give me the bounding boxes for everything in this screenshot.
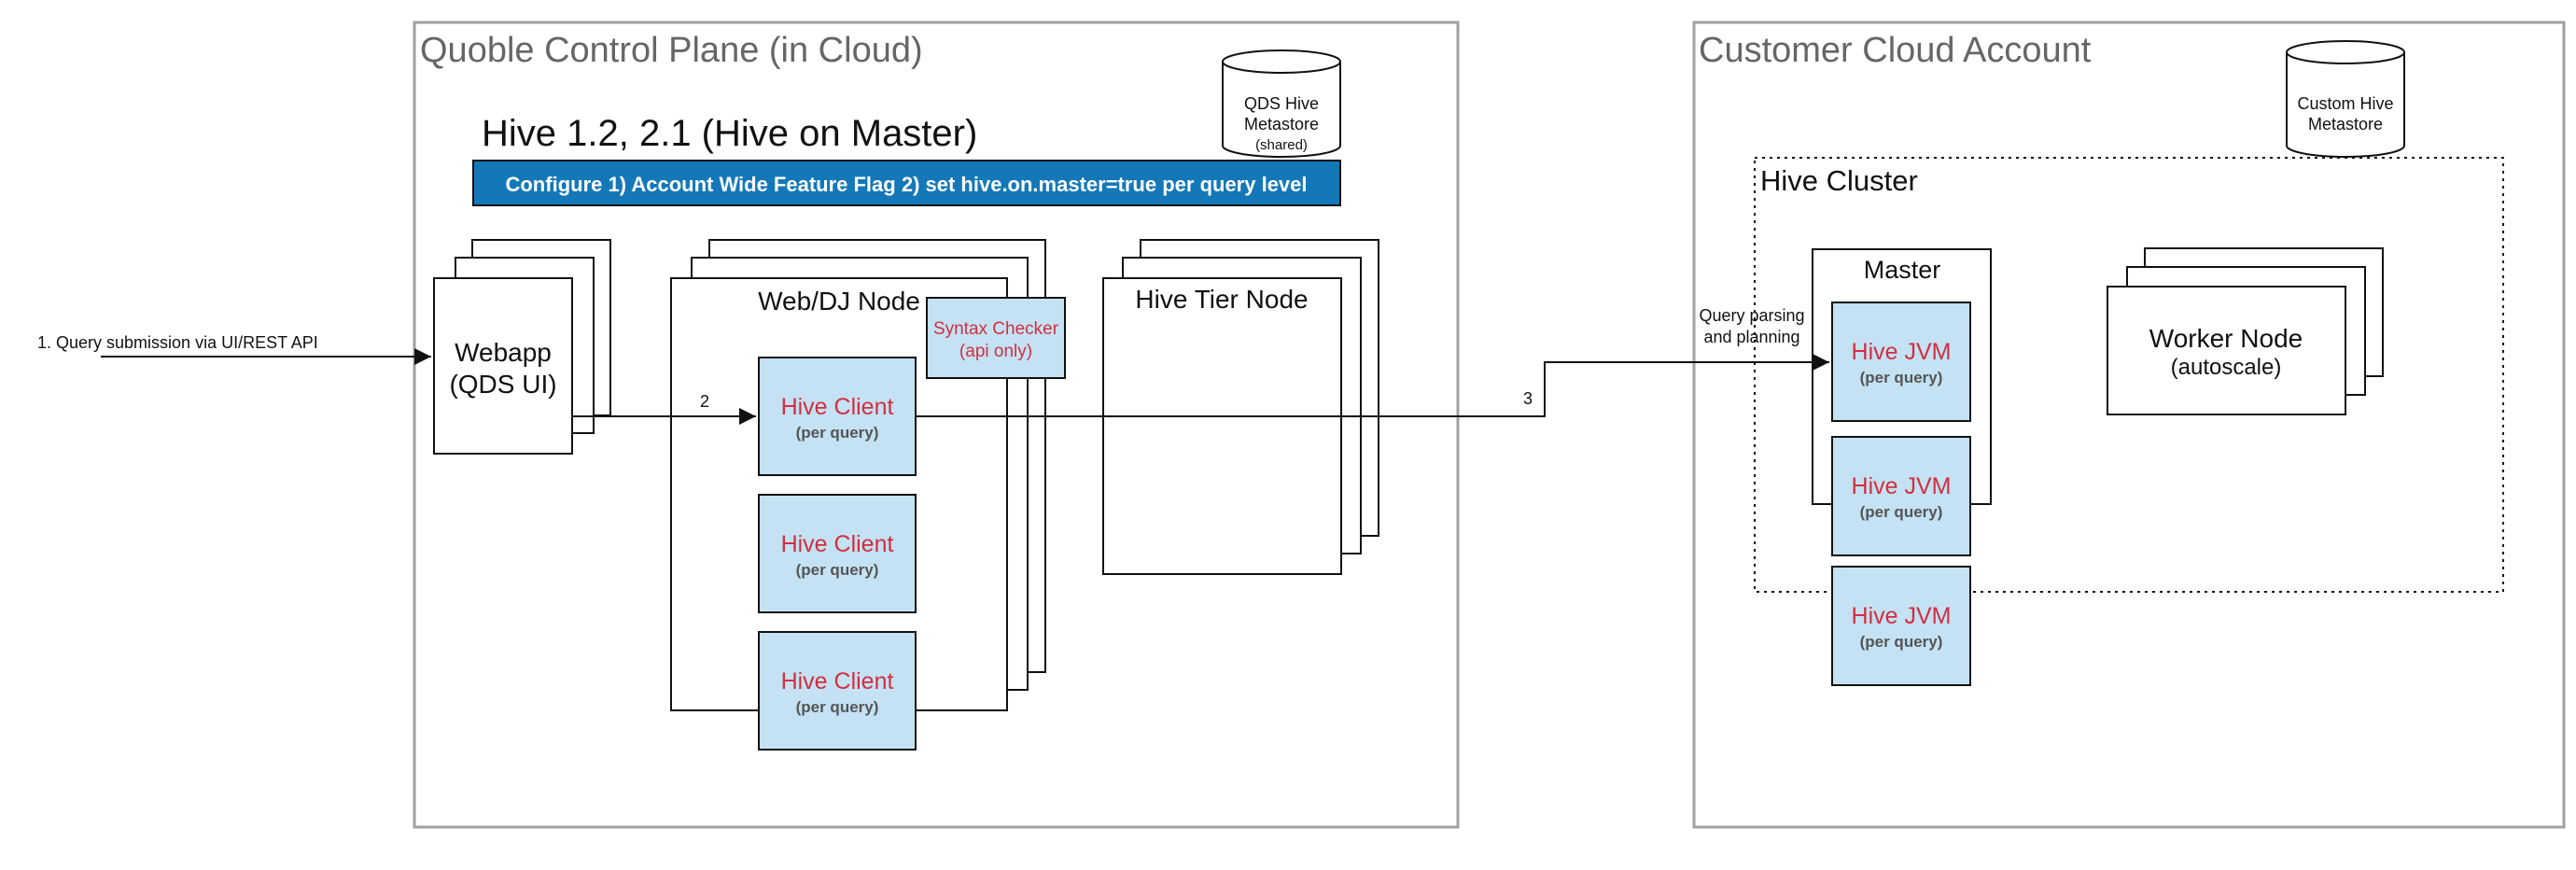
hive-client-sub: (per query) (796, 698, 879, 716)
syntax-checker-line1: Syntax Checker (933, 319, 1059, 339)
syntax-checker-line2: (api only) (959, 342, 1032, 361)
hive-jvm-label: Hive JVM (1852, 473, 1952, 499)
hive-client-label: Hive Client (781, 668, 894, 695)
query-parsing-line1: Query parsing (1699, 306, 1804, 325)
qds-metastore-line2: Metastore (1244, 115, 1319, 133)
webdj-node-title: Web/DJ Node (758, 287, 920, 316)
hive-client-box: Hive Client (per query) (758, 494, 917, 613)
worker-node-stack: Worker Node (autoscale) (2107, 247, 2384, 415)
worker-node-line1: Worker Node (2149, 324, 2303, 353)
syntax-checker-box: Syntax Checker (api only) (926, 297, 1066, 379)
qds-metastore-line1: QDS Hive (1244, 94, 1319, 113)
customer-cloud-region (1692, 21, 2566, 829)
webapp-label-line2: (QDS UI) (449, 370, 556, 399)
step2-label: 2 (700, 392, 709, 411)
hive-client-box: Hive Client (per query) (758, 631, 917, 751)
hive-jvm-box: Hive JVM (per query) (1831, 566, 1971, 686)
query-parsing-line2: and planning (1703, 328, 1799, 346)
hive-client-sub: (per query) (796, 561, 879, 579)
webapp-label-line1: Webapp (455, 338, 552, 367)
custom-metastore-cylinder: Custom Hive Metastore (2286, 40, 2405, 158)
hive-jvm-box: Hive JVM (per query) (1831, 302, 1971, 422)
qds-metastore-cylinder: QDS Hive Metastore (shared) (1222, 49, 1341, 158)
hive-jvm-sub: (per query) (1860, 503, 1943, 521)
hive-client-sub: (per query) (796, 424, 879, 442)
qds-metastore-line3: (shared) (1255, 137, 1308, 153)
control-plane-region (413, 21, 1460, 829)
control-plane-title: Quoble Control Plane (in Cloud) (420, 31, 923, 70)
hive-jvm-label: Hive JVM (1852, 339, 1952, 365)
hive-jvm-sub: (per query) (1860, 369, 1943, 386)
hive-tier-node-stack: Hive Tier Node (1102, 239, 1379, 575)
hive-version-title: Hive 1.2, 2.1 (Hive on Master) (482, 113, 977, 154)
hive-client-label: Hive Client (781, 531, 894, 557)
hive-jvm-sub: (per query) (1860, 633, 1943, 651)
custom-metastore-line1: Custom Hive (2297, 94, 2393, 113)
hive-client-label: Hive Client (781, 394, 894, 420)
worker-node-line2: (autoscale) (2171, 355, 2282, 380)
config-banner (472, 160, 1341, 206)
hive-client-box: Hive Client (per query) (758, 357, 917, 476)
config-banner-text: Configure 1) Account Wide Feature Flag 2… (505, 173, 1307, 196)
hive-cluster-region (1754, 157, 2504, 593)
webapp-stack: Webapp (QDS UI) (433, 239, 611, 455)
hive-tier-node-title: Hive Tier Node (1135, 285, 1308, 314)
hive-jvm-label: Hive JVM (1852, 603, 1952, 629)
hive-jvm-box: Hive JVM (per query) (1831, 436, 1971, 556)
step1-label: 1. Query submission via UI/REST API (37, 333, 318, 352)
master-title: Master (1864, 256, 1941, 284)
custom-metastore-line2: Metastore (2308, 115, 2383, 133)
arrow-client-to-jvm (916, 354, 1829, 417)
hive-cluster-title: Hive Cluster (1760, 164, 1918, 197)
customer-cloud-title: Customer Cloud Account (1699, 31, 2092, 70)
step3-label: 3 (1523, 389, 1533, 408)
